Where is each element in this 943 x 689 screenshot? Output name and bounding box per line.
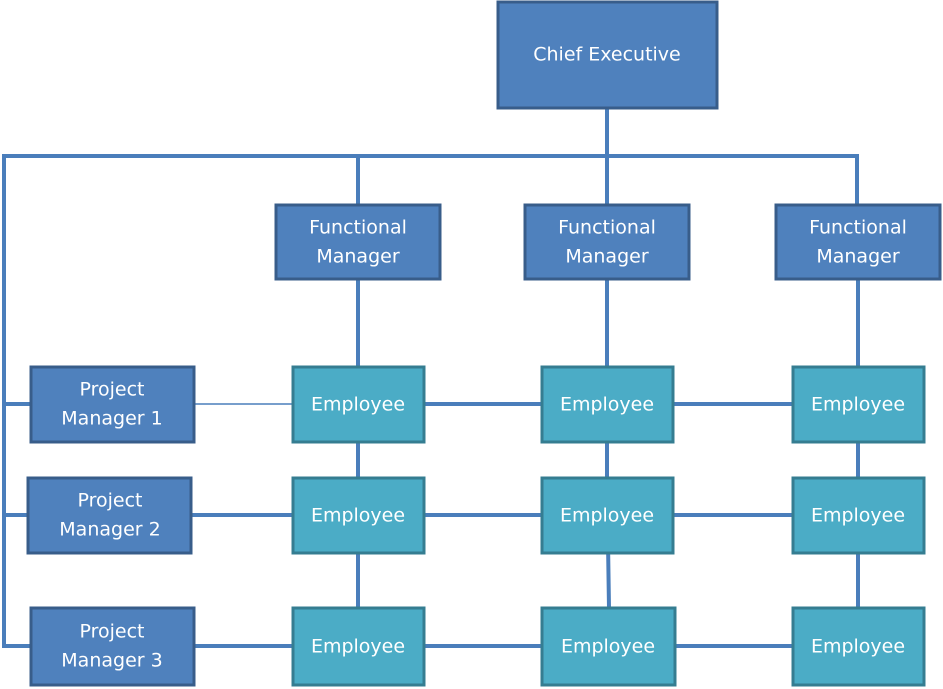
project-manager-1-line2: Manager 1 bbox=[61, 408, 162, 430]
employee-r2-c3: Employee bbox=[811, 505, 905, 527]
functional-manager-1-line1: Functional bbox=[309, 217, 407, 239]
functional-manager-2-line1: Functional bbox=[558, 217, 656, 239]
functional-manager-1: Functional Manager bbox=[274, 203, 442, 281]
functional-manager-1-rect bbox=[274, 203, 442, 281]
employee-r3-c1: Employee bbox=[311, 636, 405, 658]
employee-r1-c1: Employee bbox=[311, 394, 405, 416]
chief-executive-label: Chief Executive bbox=[533, 44, 681, 66]
employee-r1-c2-rect bbox=[540, 365, 675, 444]
employee-r2-c2: Employee bbox=[560, 505, 654, 527]
project-manager-2-line2: Manager 2 bbox=[59, 519, 160, 541]
employee-r3-c3-rect bbox=[791, 606, 926, 687]
functional-manager-3-line1: Functional bbox=[809, 217, 907, 239]
employee-r2-c2-rect bbox=[540, 476, 675, 555]
employee-r3-c2: Employee bbox=[561, 636, 655, 658]
project-manager-3-line1: Project bbox=[79, 621, 144, 643]
project-manager-3-line2: Manager 3 bbox=[61, 650, 162, 672]
functional-manager-2-rect bbox=[523, 203, 691, 281]
employee-r2-c1: Employee bbox=[311, 505, 405, 527]
chief-executive-rect bbox=[496, 0, 719, 110]
employee-r2-c1-rect bbox=[291, 476, 426, 555]
chief-executive-box: Chief Executive bbox=[496, 0, 719, 110]
project-manager-3: Project Manager 3 bbox=[29, 606, 196, 687]
functional-manager-3-rect bbox=[774, 203, 942, 281]
project-manager-1-line1: Project bbox=[79, 379, 144, 401]
project-manager-1: Project Manager 1 bbox=[29, 365, 196, 444]
project-manager-1-rect bbox=[29, 365, 196, 444]
functional-manager-2-line2: Manager bbox=[565, 246, 648, 268]
project-manager-2: Project Manager 2 bbox=[26, 476, 193, 555]
functional-manager-2: Functional Manager bbox=[523, 203, 691, 281]
functional-manager-1-line2: Manager bbox=[316, 246, 399, 268]
project-manager-2-line1: Project bbox=[77, 490, 142, 512]
employee-r1-c3-rect bbox=[791, 365, 926, 444]
employee-row-3: Employee Employee Employee bbox=[291, 606, 926, 687]
employee-r3-c3: Employee bbox=[811, 636, 905, 658]
employee-row-2: Employee Employee Employee bbox=[291, 476, 926, 555]
employee-r2-c3-rect bbox=[791, 476, 926, 555]
employee-r3-c1-rect bbox=[291, 606, 426, 687]
employee-r1-c3: Employee bbox=[811, 394, 905, 416]
functional-manager-3: Functional Manager bbox=[774, 203, 942, 281]
project-manager-2-rect bbox=[26, 476, 193, 555]
employee-r1-c2: Employee bbox=[560, 394, 654, 416]
employee-row-1: Employee Employee Employee bbox=[291, 365, 926, 444]
employee-r3-c2-rect bbox=[540, 606, 677, 687]
employee-r1-c1-rect bbox=[291, 365, 426, 444]
project-manager-3-rect bbox=[29, 606, 196, 687]
functional-manager-3-line2: Manager bbox=[816, 246, 899, 268]
